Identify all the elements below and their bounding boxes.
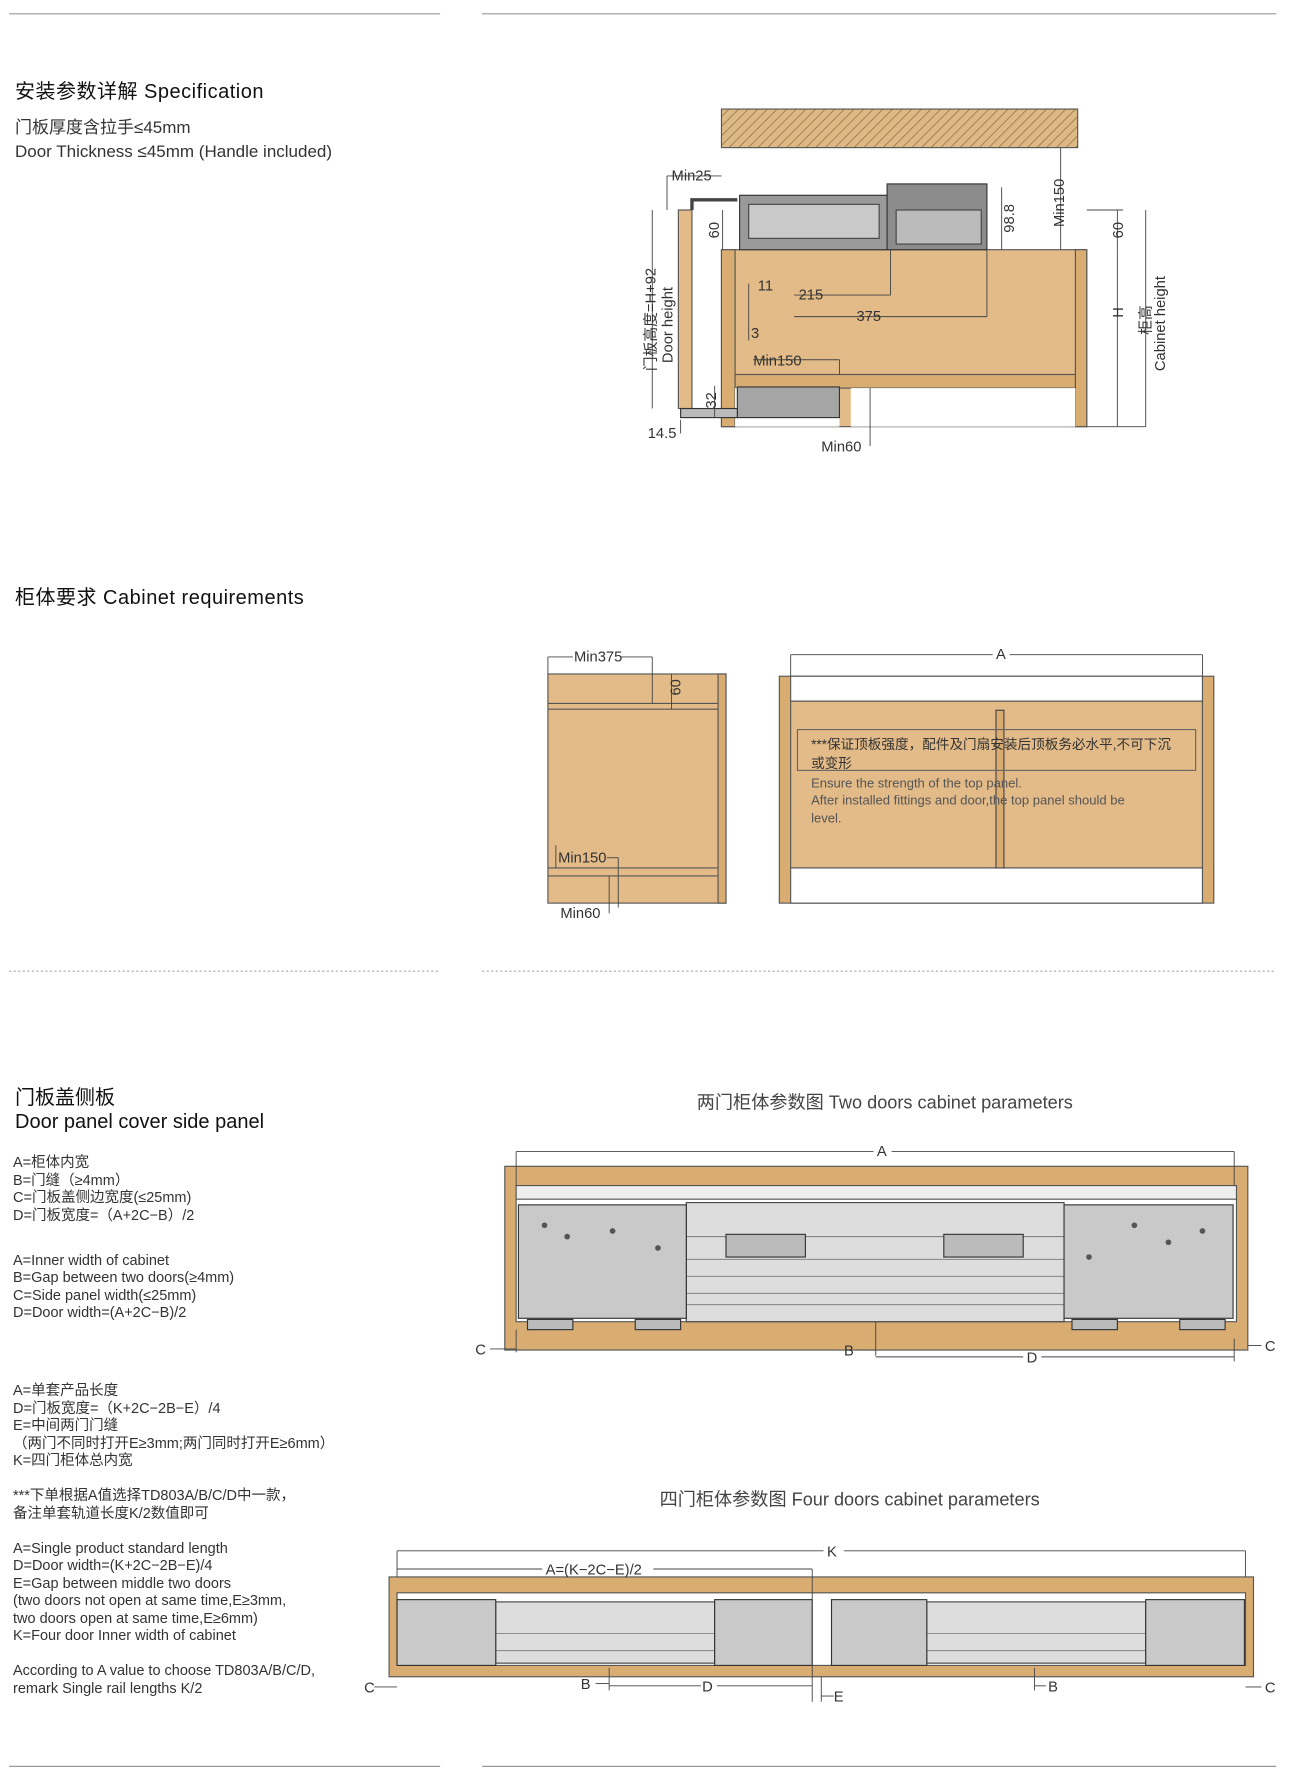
dim-k: K: [827, 1545, 837, 1561]
dim-min375: Min375: [574, 649, 622, 665]
dim-c-right: C: [1265, 1681, 1276, 1697]
dim-c-left: C: [475, 1343, 486, 1359]
dim-c-left: C: [364, 1681, 375, 1697]
cabinet-front-view: A ***保证顶板强度，配件及门扇安装后顶板务必水平,不可下沉 或变形 Ensu…: [778, 647, 1215, 904]
def-line: A=柜体内宽: [13, 1155, 90, 1171]
dim-b-left: B: [581, 1677, 591, 1693]
dim-215: 215: [799, 288, 824, 304]
dim-11: 11: [758, 279, 773, 295]
def-line: B=门缝（≥4mm）: [13, 1172, 130, 1189]
dim-375: 375: [856, 309, 881, 325]
cabinet-side-view: Min375 60 Min150 Min60: [547, 649, 727, 922]
def-line: K=四门柜体总内宽: [13, 1453, 133, 1469]
dim-min150-top: Min150: [1052, 179, 1068, 227]
door-panel-heading-cn: 门板盖侧板: [15, 1087, 115, 1109]
dim-60-right: 60: [1111, 222, 1127, 238]
dim-98-8: 98.8: [1002, 204, 1018, 233]
cabinet-heading: 柜体要求 Cabinet requirements: [15, 587, 305, 609]
dim-a: A: [877, 1144, 887, 1160]
def-line: D=门板宽度=（A+2C−B）/2: [13, 1207, 195, 1224]
dim-60-left: 60: [707, 222, 723, 238]
spec-text: 门板厚度含拉手≤45mm Door Thickness ≤45mm (Handl…: [15, 116, 332, 164]
dim-c-right: C: [1265, 1339, 1276, 1355]
door-panel-heading-en: Door panel cover side panel: [15, 1111, 265, 1133]
dim-min60: Min60: [821, 440, 861, 456]
two-door-definitions: A=柜体内宽 B=门缝（≥4mm） C=门板盖侧边宽度(≤25mm) D=门板宽…: [13, 1155, 234, 1323]
door-height-cn: 门板高度=H+92: [642, 268, 660, 371]
door-thickness-cn: 门板厚度含拉手≤45mm: [15, 118, 191, 137]
dim-b: B: [844, 1344, 854, 1360]
def-line: two doors open at same time,E≥6mm): [13, 1610, 258, 1627]
dim-b-right: B: [1048, 1680, 1058, 1696]
def-line: K=Four door Inner width of cabinet: [13, 1628, 236, 1644]
dim-min60: Min60: [560, 906, 600, 922]
dim-60: 60: [669, 679, 685, 695]
spec-heading: 安装参数详解 Specification: [15, 81, 264, 103]
dim-3: 3: [751, 326, 759, 342]
dim-a: A: [996, 647, 1006, 663]
four-door-diagram: K A=(K−2C−E)/2 C B D E B C: [364, 1545, 1276, 1706]
def-line: C=Side panel width(≤25mm): [13, 1287, 197, 1304]
note-cn-line-1: ***保证顶板强度，配件及门扇安装后顶板务必水平,不可下沉: [811, 737, 1171, 752]
two-door-title: 两门柜体参数图 Two doors cabinet parameters: [697, 1092, 1073, 1112]
order-note-line: According to A value to choose TD803A/B/…: [13, 1663, 315, 1679]
dim-d: D: [702, 1680, 713, 1696]
note-en-line-1: Ensure the strength of the top panel.: [811, 775, 1022, 790]
dim-32: 32: [704, 392, 720, 408]
dim-min150: Min150: [558, 850, 606, 866]
dim-14-5: 14.5: [648, 426, 677, 442]
def-line: D=门板宽度=（K+2C−2B−E）/4: [13, 1400, 221, 1417]
four-door-title: 四门柜体参数图 Four doors cabinet parameters: [660, 1489, 1040, 1509]
def-line: A=Single product standard length: [13, 1540, 228, 1557]
cabinet-height-cn: 柜高: [1137, 305, 1154, 334]
dim-d: D: [1027, 1351, 1038, 1367]
def-line: C=门板盖侧边宽度(≤25mm): [13, 1190, 192, 1206]
door-height-en: Door height: [661, 287, 677, 363]
order-note-line: ***下单根据A值选择TD803A/B/C/D中一款，: [13, 1488, 295, 1504]
note-cn-line-2: 或变形: [811, 756, 852, 771]
four-door-definitions: A=单套产品长度 D=门板宽度=（K+2C−2B−E）/4 E=中间两门门缝 （…: [13, 1383, 334, 1698]
dim-min150-mid: Min150: [753, 353, 801, 369]
def-line: D=Door width=(K+2C−2B−E)/4: [13, 1558, 213, 1574]
order-note-line: remark Single rail lengths K/2: [13, 1680, 203, 1697]
order-note-line: 备注单套轨道长度K/2数值即可: [13, 1505, 209, 1522]
def-line: A=单套产品长度: [13, 1383, 119, 1399]
dim-e: E: [834, 1690, 844, 1706]
def-line: （两门不同时打开E≥3mm;两门同时打开E≥6mm）: [13, 1435, 335, 1452]
def-line: D=Door width=(A+2C−B)/2: [13, 1305, 187, 1321]
spec-side-diagram: Min25 60 98.8 Min150 60 H 柜高 Cabinet hei…: [642, 108, 1169, 456]
dim-h: H: [1111, 307, 1127, 318]
def-line: E=Gap between middle two doors: [13, 1575, 232, 1592]
def-line: E=中间两门门缝: [13, 1418, 119, 1434]
dim-min25: Min25: [672, 169, 712, 185]
def-line: (two doors not open at same time,E≥3mm,: [13, 1593, 287, 1609]
door-thickness-en: Door Thickness ≤45mm (Handle included): [15, 142, 333, 161]
def-line: B=Gap between two doors(≥4mm): [13, 1270, 235, 1286]
def-line: A=Inner width of cabinet: [13, 1252, 169, 1269]
note-en-line-2: After installed fittings and door,the to…: [811, 792, 1125, 807]
dim-a-formula: A=(K−2C−E)/2: [546, 1563, 642, 1579]
two-door-diagram: A C B D C: [475, 1144, 1276, 1366]
note-en-line-3: level.: [811, 811, 841, 826]
cabinet-height-en: Cabinet height: [1153, 276, 1169, 371]
